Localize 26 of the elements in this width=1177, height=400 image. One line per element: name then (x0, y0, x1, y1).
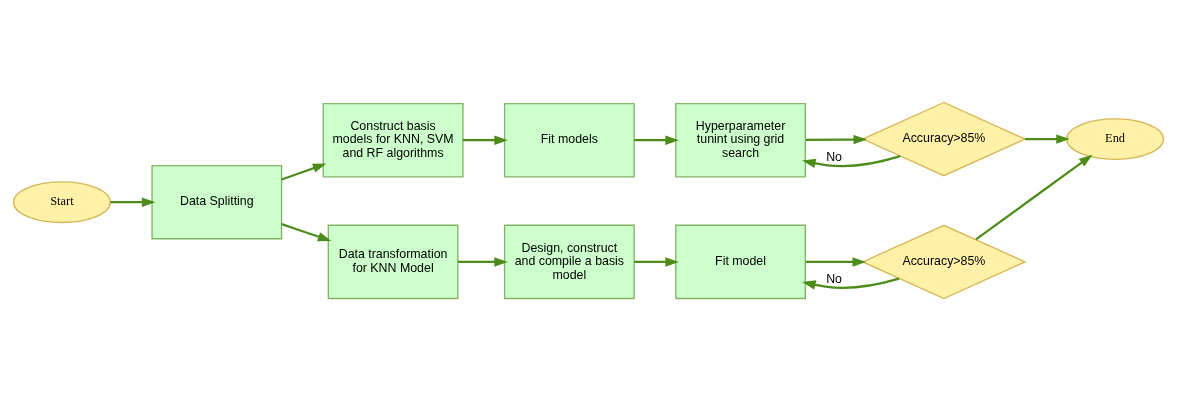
arrow (634, 135, 679, 145)
node-box: Data Splitting (151, 164, 283, 239)
node-ellipse: Start (12, 180, 112, 223)
arrow (281, 163, 327, 181)
node-diamond: Accuracy>85% (861, 101, 1027, 176)
arrow (802, 154, 901, 168)
arrow (458, 256, 508, 267)
node-box: Fit model (675, 224, 806, 299)
edge-label: No (826, 271, 842, 286)
arrow (805, 256, 866, 267)
edge-label: No (826, 149, 842, 164)
node-box: Fit models (503, 102, 635, 178)
arrow (110, 196, 156, 207)
arrow (463, 135, 508, 145)
arrow (1025, 133, 1070, 144)
arrow (281, 222, 332, 241)
node-diamond: Accuracy>85% (861, 224, 1027, 299)
arrow (634, 256, 679, 267)
node-box: Construct basis models for KNN, SVM and RF algorithms (322, 102, 464, 178)
node-ellipse: End (1065, 117, 1165, 160)
node-box: Design, construct and compile a basis model (503, 224, 635, 299)
node-box: Data transformation for KNN Model (327, 224, 459, 299)
arrow (805, 134, 868, 144)
arrow (802, 277, 900, 290)
arrow (975, 154, 1093, 240)
node-box: Hyperparameter tunint using grid search (675, 102, 806, 178)
